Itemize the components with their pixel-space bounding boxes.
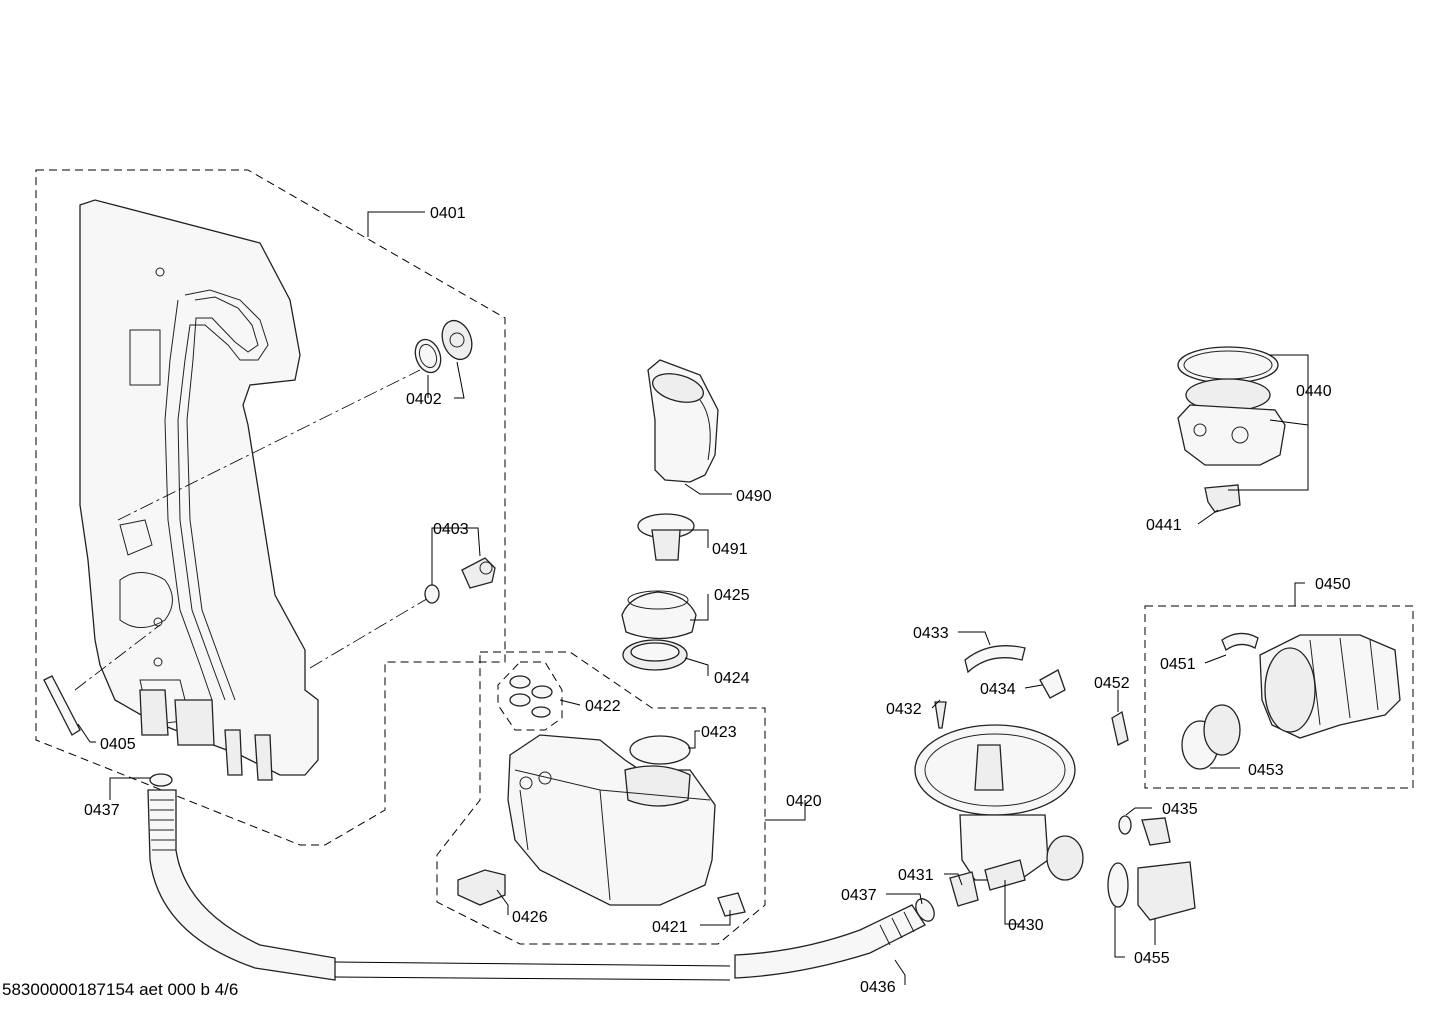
part-label-0401: 0401 <box>430 205 466 222</box>
part-label-0436: 0436 <box>860 979 896 996</box>
seals-0422 <box>509 675 553 718</box>
group-0422-boundary <box>497 661 563 731</box>
part-label-0432: 0432 <box>886 701 922 718</box>
pump-impeller-0441 <box>1204 484 1241 513</box>
part-label-0405: 0405 <box>100 736 136 753</box>
lid-0425 <box>621 590 697 640</box>
part-label-0433: 0433 <box>913 625 949 642</box>
part-label-0440: 0440 <box>1296 383 1332 400</box>
part-label-0441: 0441 <box>1146 517 1182 534</box>
drawing-code: 58300000187154 aet 000 b 4/6 <box>2 980 239 999</box>
clamp-0451 <box>1221 632 1259 652</box>
assembly-axis-0402 <box>117 369 421 521</box>
part-label-0422: 0422 <box>585 698 621 715</box>
part-label-0491: 0491 <box>712 541 748 558</box>
group-0450-boundary <box>1144 605 1414 789</box>
part-label-0451: 0451 <box>1160 656 1196 673</box>
pump-0435 <box>1118 815 1171 846</box>
part-label-0455: 0455 <box>1134 950 1170 967</box>
bracket-0452 <box>1111 710 1129 746</box>
seal-ring-0402 <box>414 319 473 374</box>
part-label-0423: 0423 <box>701 724 737 741</box>
seal-piece-0433 <box>964 645 1026 674</box>
part-label-0403: 0403 <box>433 521 469 538</box>
part-label-0452: 0452 <box>1094 675 1130 692</box>
duct-panel-0401 <box>79 199 319 781</box>
drain-pump-0455 <box>1107 861 1196 921</box>
part-label-0490: 0490 <box>736 488 772 505</box>
assembly-axis-0405 <box>74 624 161 691</box>
part-label-0450: 0450 <box>1315 576 1351 593</box>
part-label-0431: 0431 <box>898 867 934 884</box>
cap-0491 <box>637 513 695 561</box>
part-label-0434: 0434 <box>980 681 1016 698</box>
part-label-0420: 0420 <box>786 793 822 810</box>
funnel-0490 <box>647 359 719 483</box>
clip-0405 <box>43 675 81 736</box>
sump-0430 <box>914 724 1084 891</box>
part-label-0426: 0426 <box>512 909 548 926</box>
part-label-0424: 0424 <box>714 670 750 687</box>
assembly-axis-0403 <box>309 596 431 669</box>
valve-0426 <box>457 869 506 906</box>
screw-0432 <box>934 701 947 729</box>
seal-ring-0437-left <box>149 773 173 787</box>
hose-adapter-0453 <box>1181 704 1241 770</box>
part-label-0402: 0402 <box>406 391 442 408</box>
pump-head-0440 <box>1177 346 1286 466</box>
part-label-0435: 0435 <box>1162 801 1198 818</box>
fitting-0403 <box>424 557 496 604</box>
nozzle-0431 <box>949 871 979 907</box>
seal-ring-0423 <box>629 735 691 765</box>
clip-0421 <box>717 892 746 917</box>
part-label-0453: 0453 <box>1248 762 1284 779</box>
part-label-0421: 0421 <box>652 919 688 936</box>
pump-motor-0450 <box>1259 634 1401 739</box>
part-label-0430: 0430 <box>1008 917 1044 934</box>
ring-0424 <box>622 639 688 671</box>
part-label-0437-left: 0437 <box>84 802 120 819</box>
leader-lines <box>77 211 1309 985</box>
group-0420-boundary <box>436 651 766 945</box>
sensor-0434 <box>1039 669 1066 699</box>
part-label-0437-right: 0437 <box>841 887 877 904</box>
drain-hose <box>147 789 935 981</box>
part-label-0425: 0425 <box>714 587 750 604</box>
water-softener-0420 <box>507 734 716 906</box>
